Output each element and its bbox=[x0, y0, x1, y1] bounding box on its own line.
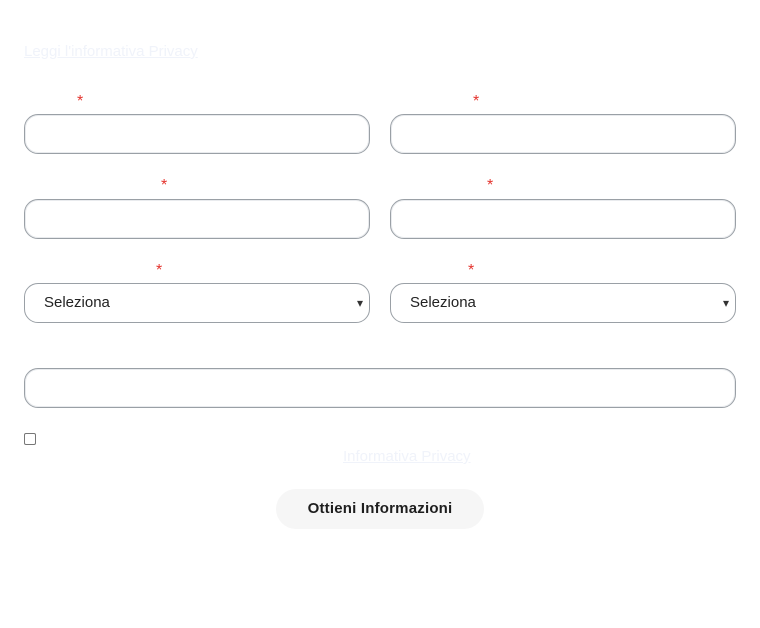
required-asterisk: * bbox=[487, 177, 494, 194]
select-2[interactable]: Seleziona ▾ bbox=[390, 283, 736, 323]
select-1-value: Seleziona bbox=[44, 294, 110, 311]
required-asterisk: * bbox=[473, 93, 480, 110]
field-label-2 bbox=[390, 90, 472, 110]
submit-button[interactable]: Ottieni Informazioni bbox=[276, 489, 484, 529]
text-input-full[interactable] bbox=[24, 368, 736, 408]
privacy-consent-checkbox[interactable] bbox=[24, 433, 36, 445]
text-input-1[interactable] bbox=[24, 114, 370, 154]
chevron-down-icon: ▾ bbox=[356, 296, 363, 310]
select-2-value: Seleziona bbox=[410, 294, 476, 311]
privacy-policy-link[interactable]: Informativa Privacy bbox=[343, 448, 471, 465]
chevron-down-icon: ▾ bbox=[722, 296, 729, 310]
field-label-3 bbox=[24, 175, 160, 195]
text-input-2[interactable] bbox=[390, 114, 736, 154]
required-asterisk: * bbox=[77, 93, 84, 110]
select-1[interactable]: Seleziona ▾ bbox=[24, 283, 370, 323]
required-asterisk: * bbox=[156, 262, 163, 279]
required-asterisk: * bbox=[468, 262, 475, 279]
field-label-1 bbox=[24, 90, 76, 110]
text-input-4[interactable] bbox=[390, 199, 736, 239]
field-label-4 bbox=[390, 175, 486, 195]
privacy-notice-link[interactable]: Leggi l'informativa Privacy bbox=[24, 43, 198, 60]
required-asterisk: * bbox=[161, 177, 168, 194]
field-label-6 bbox=[390, 260, 468, 280]
text-input-3[interactable] bbox=[24, 199, 370, 239]
field-label-5 bbox=[24, 260, 156, 280]
